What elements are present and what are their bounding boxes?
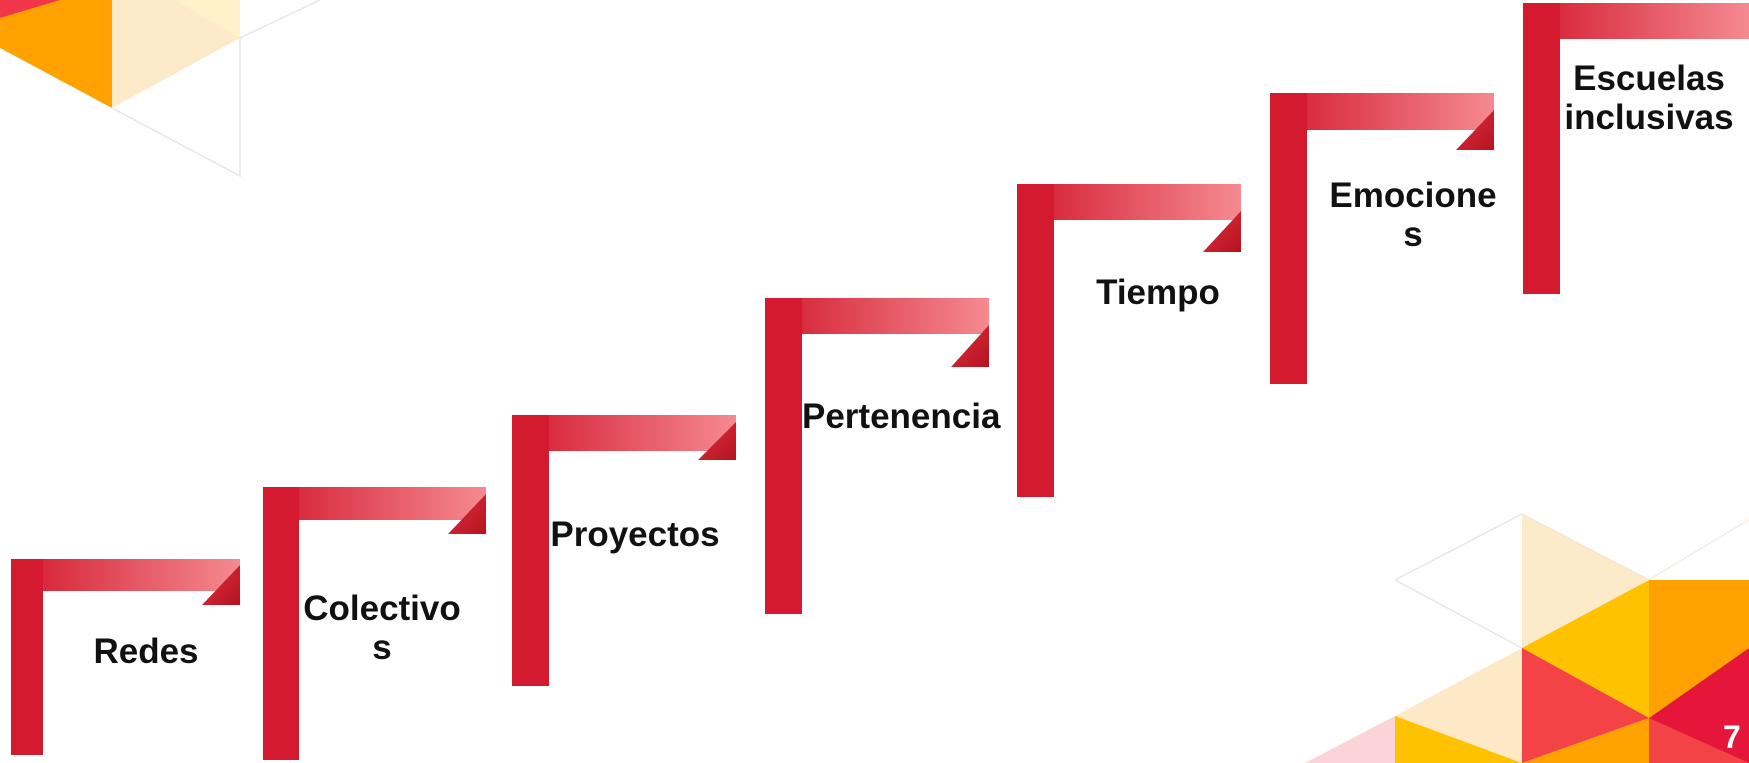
corner-decoration-top-left (0, 0, 321, 178)
step-label: Escuelas inclusivas (1564, 59, 1734, 137)
step-label: Emocione s (1329, 176, 1497, 254)
step-shape (263, 487, 486, 760)
step-shape (1017, 184, 1241, 497)
step-shape (1270, 93, 1494, 384)
step-shape (11, 559, 240, 755)
step-label: Proyectos (550, 515, 720, 554)
corner-decoration-bottom-right (1305, 513, 1749, 763)
step-label: Pertenencia (802, 397, 1001, 436)
step-label: Colectivo s (303, 589, 461, 667)
step-shape (765, 298, 989, 614)
step-shape (1523, 3, 1749, 294)
step-label: Tiempo (1096, 273, 1220, 312)
step-shape (512, 415, 736, 686)
page-number: 7 (1723, 719, 1741, 755)
step-label: Redes (93, 632, 199, 671)
